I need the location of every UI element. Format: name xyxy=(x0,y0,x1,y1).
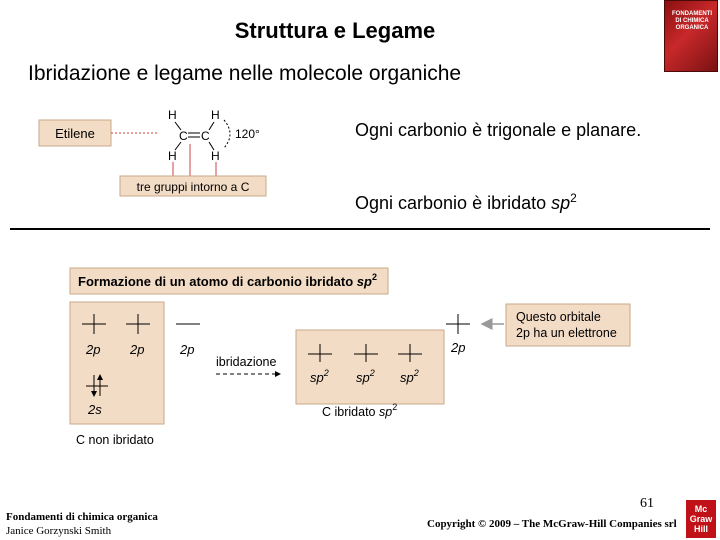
orbital-label-sp2: sp2 xyxy=(310,368,329,385)
orbital-label-sp2: sp2 xyxy=(356,368,375,385)
footer-book-info: Fondamenti di chimica organica Janice Go… xyxy=(6,510,158,538)
unhybridized-box xyxy=(69,301,165,425)
orbital-label-2p: 2p xyxy=(129,342,144,357)
logo-line-2: Graw xyxy=(689,514,713,524)
figure-header: Formazione di un atomo di carbonio ibrid… xyxy=(78,272,377,289)
logo-line-3: Hill xyxy=(693,524,708,534)
atom-h-bottom-right: H xyxy=(211,149,220,163)
atom-h-bottom-left: H xyxy=(168,149,177,163)
ethylene-label-box xyxy=(38,119,112,147)
hybridization-arrow-label: ibridazione xyxy=(216,355,277,369)
divider-line xyxy=(10,228,710,230)
bullet-hybridized-sup: 2 xyxy=(570,191,577,205)
ethylene-caption: tre gruppi intorno a C xyxy=(137,180,250,194)
slide-title: Struttura e Legame xyxy=(234,18,436,43)
bullet-hybridized-text: Ogni carbonio è ibridato xyxy=(355,193,552,213)
orbital-label-2s: 2s xyxy=(87,402,102,417)
atom-c-right: C xyxy=(201,129,210,143)
bullet-hybridized-sp: sp xyxy=(551,193,571,213)
orbital-label-2p: 2p xyxy=(85,342,100,357)
ethylene-figure: Etilene H H C C H H 120° tre gruppi into… xyxy=(38,108,267,197)
atom-h-top-left: H xyxy=(168,108,177,122)
logo-line-1: Mc xyxy=(694,504,708,514)
book-cover-image: FONDAMENTI DI CHIMICA ORGANICA xyxy=(664,0,718,72)
publisher-logo: Mc Graw Hill xyxy=(686,500,716,538)
note-line-2: 2p ha un elettrone xyxy=(516,326,617,340)
book-cover-title: FONDAMENTI DI CHIMICA ORGANICA xyxy=(672,11,712,31)
ethylene-caption-box xyxy=(119,175,267,197)
page-number: 61 xyxy=(640,496,654,511)
bullet-hybridized: Ogni carbonio è ibridato sp2 xyxy=(355,186,577,215)
figure-header-box xyxy=(69,267,389,295)
unhybridized-caption: C non ibridato xyxy=(76,433,154,447)
footer-author: Janice Gorzynski Smith xyxy=(6,525,112,537)
ethylene-label: Etilene xyxy=(55,126,95,141)
bullet-trigonal: Ogni carbonio è trigonale e planare. xyxy=(355,120,642,140)
bond-angle: 120° xyxy=(235,127,260,141)
note-line-1: Questo orbitale xyxy=(516,310,601,324)
atom-c-left: C xyxy=(179,129,188,143)
orbital-label-2p: 2p xyxy=(450,340,465,355)
hybridization-figure: Formazione di un atomo di carbonio ibrid… xyxy=(69,267,631,447)
note-box xyxy=(505,303,631,347)
orbital-label-sp2: sp2 xyxy=(400,368,419,385)
slide-subtitle: Ibridazione e legame nelle molecole orga… xyxy=(28,62,462,85)
footer-book-title: Fondamenti di chimica organica xyxy=(6,511,158,523)
atom-h-top-right: H xyxy=(211,108,220,122)
footer-copyright: Copyright © 2009 – The McGraw-Hill Compa… xyxy=(427,518,677,530)
hybridized-box xyxy=(295,329,445,405)
hybridized-caption: C ibridato sp2 xyxy=(322,402,397,419)
orbital-label-2p: 2p xyxy=(179,342,194,357)
